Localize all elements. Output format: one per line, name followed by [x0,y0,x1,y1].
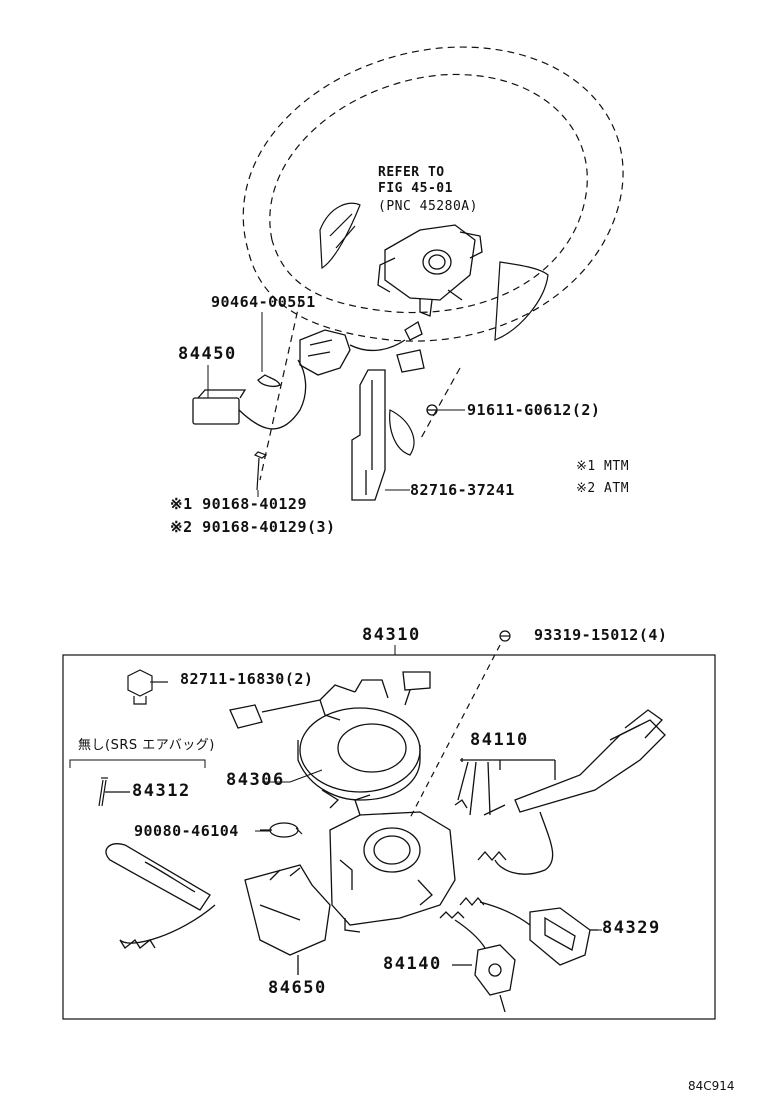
screw-90168 [253,451,268,491]
legend-atm: ※2 ATM [576,481,630,496]
part-label-84450: 84450 [178,344,237,364]
part-84450-harness [192,321,425,430]
band-90080 [260,822,303,838]
part-label-84310: 84310 [362,625,421,645]
refer-to-line3: (PNC 45280A) [378,199,478,214]
leader-lines-lower [150,681,602,931]
switch-84329 [459,897,598,966]
part-label-84650: 84650 [268,978,327,998]
part-label-91611-g0612: 91611-G0612(2) [467,401,601,419]
wheel-spokes [319,202,549,456]
note-atm-90168: ※2 90168-40129(3) [170,518,336,536]
note-mtm-90168: ※1 90168-40129 [170,495,307,513]
refer-to-line1: REFER TO [378,165,445,180]
pin-84312 [98,777,130,807]
combination-switch-body [329,794,456,933]
refer-to-line2: FIG 45-01 [378,181,453,196]
column-switch-upper [377,224,483,317]
part-label-90464-00551: 90464-00551 [211,293,316,311]
part-label-82716-37241: 82716-37241 [410,481,515,499]
legend-mtm: ※1 MTM [576,459,630,474]
note-without-srs-airbag: 無し(SRS エアバッグ) [78,738,215,753]
part-label-84312: 84312 [132,781,191,801]
clip-82711 [127,669,168,705]
lever-84110 [454,709,666,875]
screw-91611 [426,404,438,416]
part-label-93319-15012: 93319-15012(4) [534,626,668,644]
steering-wheel-outline [242,46,624,481]
assembly-box-84310 [62,654,716,1020]
leader-lines-upper [207,312,465,497]
part-label-84140: 84140 [383,954,442,974]
part-label-84329: 84329 [602,918,661,938]
screw-93319 [409,630,511,819]
figure-id: 84C914 [688,1079,735,1093]
bracket-82716 [351,369,386,501]
part-label-90080-46104: 90080-46104 [134,822,239,840]
spiral-cable-84306 [229,671,431,809]
part-label-84306: 84306 [226,770,285,790]
part-label-82711-16830: 82711-16830(2) [180,670,314,688]
switch-84140 [439,911,516,1013]
lever-84650 [105,843,331,975]
part-label-84110: 84110 [470,730,529,750]
